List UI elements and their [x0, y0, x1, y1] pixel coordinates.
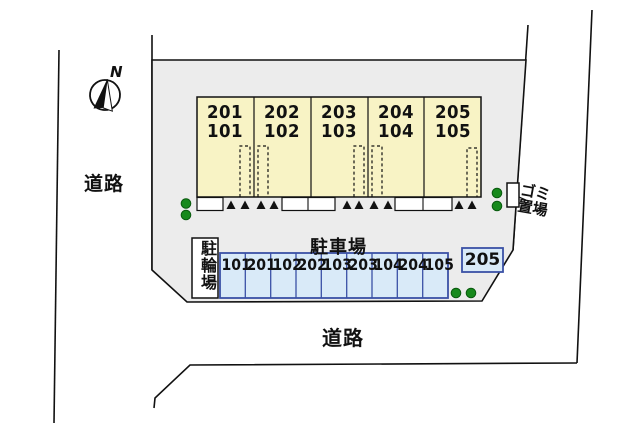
stair-dashed-outline — [239, 145, 251, 197]
bottom-road-label: 道路 — [322, 326, 364, 350]
stair-dashed-outline — [466, 147, 478, 197]
left-road-edge-line — [53, 49, 60, 424]
parking-space-number: 101 — [221, 255, 251, 274]
entrance-box — [196, 196, 224, 212]
unit-lower-number: 103 — [321, 121, 357, 142]
unit-lower-number: 101 — [207, 121, 243, 142]
entrance-triangle — [383, 200, 393, 209]
shrub-dot — [180, 209, 192, 221]
parking-lot-grid — [219, 252, 449, 299]
parking-space-number: 202 — [297, 255, 327, 274]
parking-space-205-number: 205 — [464, 250, 501, 270]
stair-dashed-outline — [257, 145, 269, 197]
unit-label-202-102: 202 102 — [256, 103, 308, 141]
unit-lower-number: 104 — [378, 121, 414, 142]
parking-space-number: 204 — [398, 255, 428, 274]
unit-lower-number: 105 — [435, 121, 471, 142]
parking-space-number: 105 — [424, 255, 454, 274]
unit-upper-number: 201 — [207, 102, 243, 123]
stair-dashed-outlines — [239, 145, 478, 197]
unit-upper-number: 202 — [264, 102, 300, 123]
unit-upper-number: 203 — [321, 102, 357, 123]
shrub-dot — [491, 187, 503, 199]
parking-space-number: 203 — [348, 255, 378, 274]
parking-space-dividers — [244, 253, 424, 298]
parking-space-number: 201 — [246, 255, 276, 274]
shrub-dot — [491, 200, 503, 212]
entrance-triangle — [342, 200, 352, 209]
entrance-triangles — [226, 200, 477, 209]
stair-dashed-outline — [353, 145, 365, 197]
entrance-triangle — [369, 200, 379, 209]
building-outline — [196, 96, 482, 198]
garbage-area-label: ゴミ 置場 — [516, 181, 551, 220]
parking-space-number: 104 — [373, 255, 403, 274]
entrance-triangle — [354, 200, 364, 209]
garbage-label-tick — [518, 196, 527, 201]
entrance-triangle — [256, 200, 266, 209]
unit-label-204-104: 204 104 — [370, 103, 422, 141]
compass-icon — [89, 79, 121, 112]
unit-upper-number: 205 — [435, 102, 471, 123]
unit-upper-number: 204 — [378, 102, 414, 123]
north-needle-light — [102, 79, 113, 112]
entrance-triangle — [240, 200, 250, 209]
left-road-label: 道路 — [84, 173, 125, 195]
entrance-triangle — [454, 200, 464, 209]
parking-lot-title: 駐車場 — [310, 237, 367, 258]
unit-label-201-101: 201 101 — [199, 103, 251, 141]
parking-space-205-box — [461, 247, 504, 273]
parking-space-number: 102 — [272, 255, 302, 274]
right-road-edge-line — [576, 9, 593, 364]
unit-lower-number: 102 — [264, 121, 300, 142]
bottom-road-edge-line — [153, 362, 578, 409]
entrance-triangle — [467, 200, 477, 209]
garbage-box — [506, 182, 520, 208]
unit-label-205-105: 205 105 — [427, 103, 479, 141]
shrub-dot — [465, 287, 477, 299]
shrub-dot — [180, 198, 192, 209]
parking-space-number: 103 — [322, 255, 352, 274]
entrance-triangle — [269, 200, 279, 209]
shrub-dot — [450, 287, 462, 299]
shrub-dots — [180, 187, 503, 299]
compass-north-label: N — [110, 63, 123, 81]
stair-dashed-outline — [371, 145, 383, 197]
bicycle-parking-label: 駐輪場 — [198, 240, 217, 291]
unit-label-203-103: 203 103 — [313, 103, 365, 141]
bicycle-parking-box — [191, 237, 219, 299]
entrance-triangle — [226, 200, 236, 209]
